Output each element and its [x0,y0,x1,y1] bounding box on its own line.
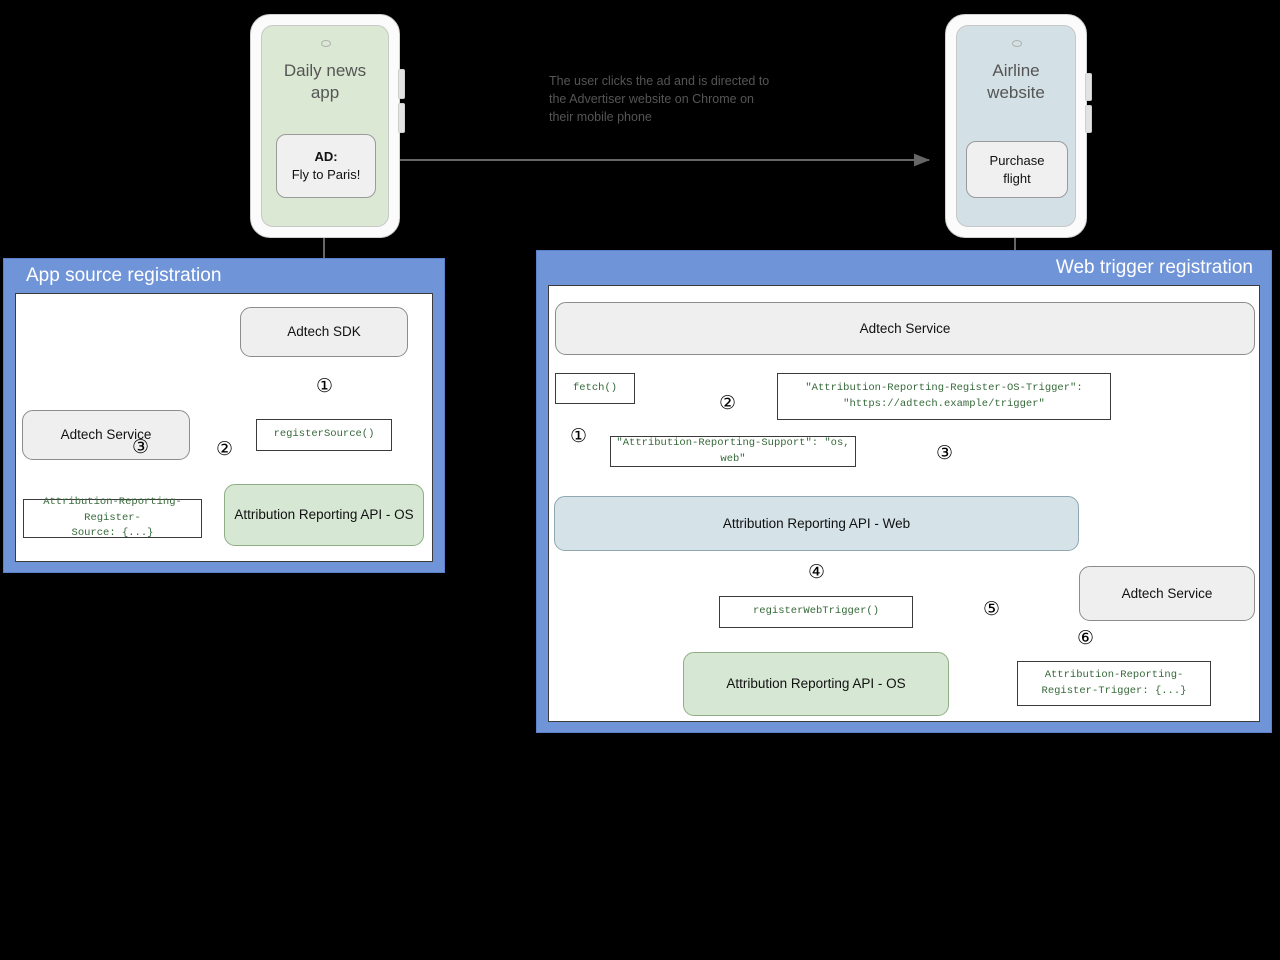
node-adtech-sdk[interactable]: Adtech SDK [240,307,408,357]
phone-side-button-upper [398,69,405,99]
phone-side-button-lower [398,103,405,133]
app-source-registration-title: App source registration [26,265,222,286]
code-register-source: registerSource() [256,419,392,451]
step-marker-2-left: ② [216,438,234,460]
step-marker-1-left: ① [316,375,334,397]
code-register-web-trigger: registerWebTrigger() [719,596,913,628]
node-ar-api-web[interactable]: Attribution Reporting API - Web [554,496,1079,551]
node-adtech-service-web-bottom[interactable]: Adtech Service [1079,566,1255,621]
node-ar-api-os-left[interactable]: Attribution Reporting API - OS [224,484,424,546]
node-adtech-service-left[interactable]: Adtech Service [22,410,190,460]
code-register-source-header: Attribution-Reporting-Register- Source: … [23,496,202,539]
ad-label: AD: [314,149,338,165]
phone-side-button-lower-right [1085,105,1092,133]
code-attribution-reporting-support: "Attribution-Reporting-Support": "os, we… [610,436,856,467]
step-marker-5-right: ⑤ [983,598,1001,620]
node-ar-api-os-right[interactable]: Attribution Reporting API - OS [683,652,949,716]
step-marker-2-right: ② [719,392,737,414]
step-marker-3-right: ③ [936,442,954,464]
airline-website-title: Airline website [987,61,1045,103]
step-marker-3-left: ③ [132,436,150,458]
phone-side-button-upper-right [1085,73,1092,101]
phone-camera-icon [321,40,331,47]
purchase-flight-button[interactable]: Purchase flight [966,141,1068,198]
step-marker-1-right: ① [570,425,588,447]
phone-camera-icon-right [1012,40,1022,47]
code-register-os-trigger-header: "Attribution-Reporting-Register-OS-Trigg… [777,373,1111,420]
flow-annotation-text: The user clicks the ad and is directed t… [549,74,770,125]
daily-news-app-title: Daily news app [283,61,367,103]
code-register-trigger-header: Attribution-Reporting- Register-Trigger:… [1017,661,1211,706]
phone-daily-news-app: Daily news app AD: Fly to Paris! [250,14,405,238]
ad-card-fly-to-paris[interactable]: AD: Fly to Paris! [276,134,376,198]
phone-airline-website: Airline website Purchase flight [945,14,1092,238]
ad-headline: Fly to Paris! [291,167,361,182]
web-trigger-registration-title: Web trigger registration [1055,257,1253,278]
code-fetch: fetch() [555,373,635,404]
node-adtech-service-web-top[interactable]: Adtech Service [555,302,1255,355]
step-marker-4-right: ④ [808,561,826,583]
step-marker-6-right: ⑥ [1077,627,1095,649]
